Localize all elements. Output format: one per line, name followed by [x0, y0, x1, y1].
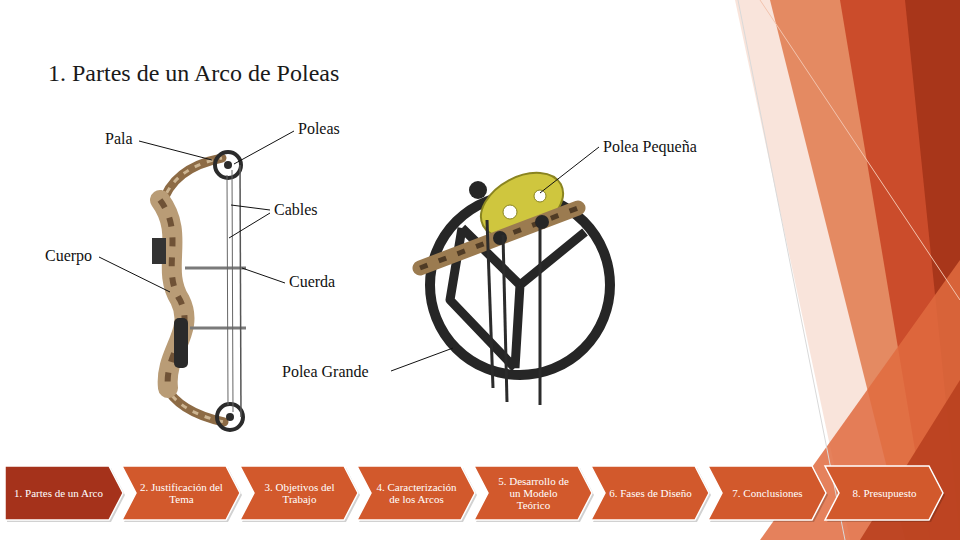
- nav-label: 7. Conclusiones: [732, 487, 802, 499]
- compound-bow-part: [185, 267, 246, 270]
- nav-label: 3. Objetivos del Trabajo: [258, 481, 341, 505]
- cam-cables-part: [539, 228, 542, 405]
- nav-label: 8. Presupuesto: [852, 487, 916, 499]
- chevron-fill: [122, 466, 240, 520]
- cam-cables: [487, 220, 540, 405]
- compound-bow-part: [232, 170, 233, 412]
- chevron-fill: [708, 466, 826, 520]
- cam-cables-part: [503, 235, 507, 402]
- chevron-fill: [5, 466, 123, 520]
- nav-chevron: 2. Justificación del Tema: [122, 466, 240, 520]
- corner-decoration-part: [760, 0, 960, 300]
- leader-line-part: [391, 348, 453, 371]
- nav-label: 6. Fases de Diseño: [609, 487, 692, 499]
- limb-section-part: [535, 215, 549, 229]
- leader-line: [99, 131, 599, 371]
- leader-line-part: [231, 205, 270, 210]
- compound-bow-part: [217, 404, 243, 430]
- chevron-text-area: 5. Desarrollo de un Modelo Teórico: [492, 466, 575, 520]
- limb-section-part: [420, 208, 578, 268]
- cam-cables-part: [487, 220, 493, 388]
- chevron-text-area: 4. Caracterización de los Arcos: [375, 466, 458, 520]
- corner-decoration-part: [738, 0, 845, 540]
- part-label: Polea Pequeña: [603, 138, 697, 156]
- nav-label: 2. Justificación del Tema: [140, 481, 223, 505]
- compound-bow-part: [162, 158, 222, 205]
- leader-line-part: [242, 268, 285, 283]
- leader-line-part: [229, 213, 270, 238]
- chevron-text-area: 2. Justificación del Tema: [140, 466, 223, 520]
- chevron-fill: [825, 466, 943, 520]
- chevron-text-area: 6. Fases de Diseño: [609, 466, 692, 520]
- compound-bow-part: [152, 238, 166, 264]
- compound-bow-part: [224, 161, 232, 169]
- compound-bow-part: [190, 327, 246, 330]
- chevron-text-area: 3. Objetivos del Trabajo: [258, 466, 341, 520]
- compound-bow: [152, 152, 246, 430]
- nav-label: 5. Desarrollo de un Modelo Teórico: [492, 475, 575, 511]
- compound-bow-part: [227, 175, 228, 405]
- nav-label: 4. Caracterización de los Arcos: [375, 481, 458, 505]
- compound-bow-part: [226, 413, 234, 421]
- chevron-fill: [357, 466, 475, 520]
- nav-chevron: 8. Presupuesto: [825, 466, 943, 520]
- compound-bow-part: [215, 152, 241, 178]
- part-label: Cables: [274, 201, 318, 219]
- limb-section-part: [420, 208, 578, 268]
- part-label: Cuerda: [289, 273, 335, 291]
- nav-label: 1. Partes de un Arco: [14, 487, 103, 499]
- leader-line-part: [234, 131, 294, 164]
- nav-chevron: 3. Objetivos del Trabajo: [240, 466, 358, 520]
- large-cam-part: [469, 181, 487, 199]
- nav-chevron: 7. Conclusiones: [708, 466, 826, 520]
- chevron-fill: [591, 466, 709, 520]
- compound-bow-part: [162, 158, 222, 205]
- chevron-fill: [240, 466, 358, 520]
- leader-line-part: [139, 141, 212, 160]
- part-label: Polea Grande: [282, 363, 369, 381]
- nav-chevron: 1. Partes de un Arco: [5, 466, 123, 520]
- nav-chevron: 4. Caracterización de los Arcos: [357, 466, 475, 520]
- limb-section: [420, 208, 578, 268]
- nav-chevron: 6. Fases de Diseño: [591, 466, 709, 520]
- chevron-text-area: 1. Partes de un Arco: [11, 466, 106, 520]
- compound-bow-part: [240, 165, 241, 417]
- compound-bow-part: [174, 318, 188, 368]
- chevron-text-area: 8. Presupuesto: [843, 466, 926, 520]
- chevron-text-area: 7. Conclusiones: [726, 466, 809, 520]
- part-label: Pala: [105, 130, 133, 148]
- part-label: Poleas: [298, 120, 340, 138]
- part-label: Cuerpo: [45, 247, 92, 265]
- corner-decoration: [735, 0, 960, 540]
- limb-section-part: [493, 231, 507, 245]
- chevron-fill: [474, 466, 592, 520]
- small-cam-part: [534, 190, 546, 202]
- slide-title: 1. Partes de un Arco de Poleas: [48, 60, 339, 88]
- small-cam-part: [503, 205, 517, 219]
- nav-chevron: 5. Desarrollo de un Modelo Teórico: [474, 466, 592, 520]
- leader-line-part: [99, 257, 170, 292]
- leader-line-part: [540, 147, 599, 193]
